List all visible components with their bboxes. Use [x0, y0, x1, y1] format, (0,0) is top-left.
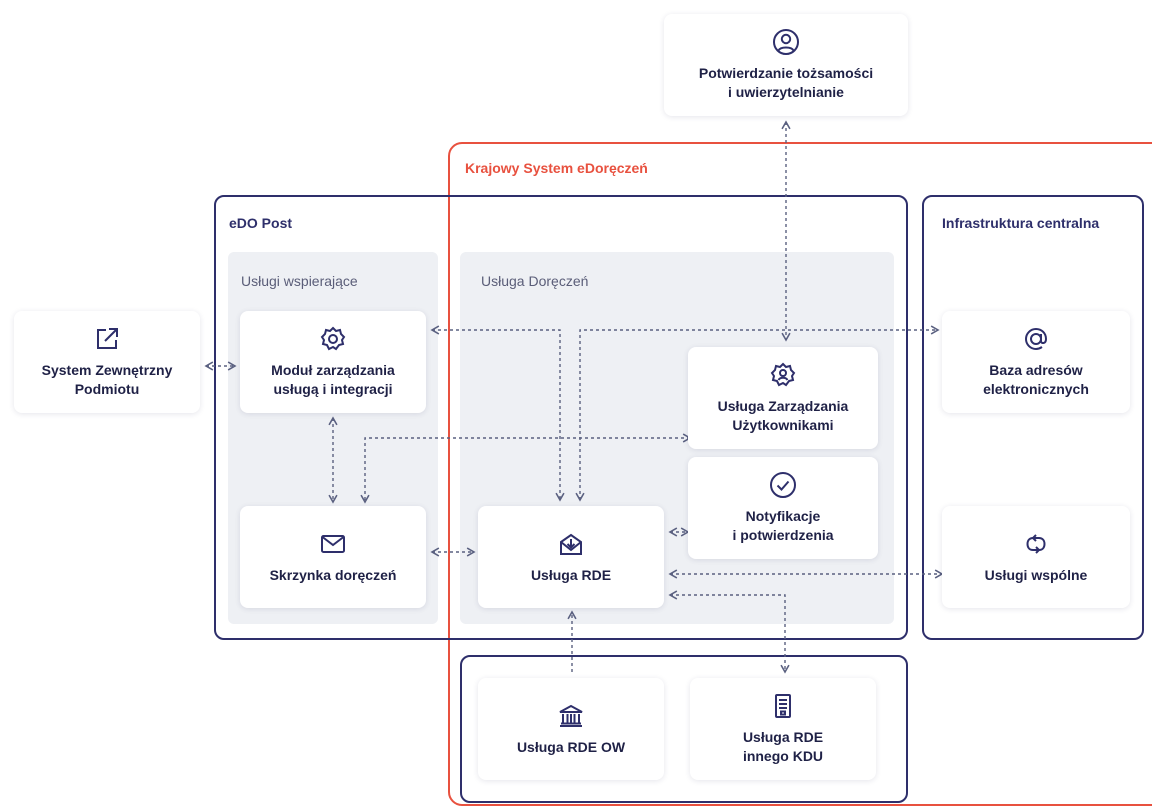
inbox-download-icon	[557, 530, 585, 558]
check-circle-icon	[769, 471, 797, 499]
ksed-label: Krajowy System eDoręczeń	[465, 160, 648, 176]
at-sign-icon	[1022, 325, 1050, 353]
infrastructure-label: Infrastruktura centralna	[942, 215, 1100, 231]
envelope-icon	[319, 530, 347, 558]
gear-icon	[769, 361, 797, 389]
mailbox-label: Skrzynka doręczeń	[269, 566, 397, 583]
gear-icon	[319, 325, 347, 353]
bank-icon	[557, 702, 585, 730]
rde-service-label: Usługa RDE	[530, 566, 612, 583]
shared-services-label: Usługi wspólne	[984, 566, 1088, 583]
delivery-service-label: Usługa Doręczeń	[481, 273, 589, 289]
rde-ow-card[interactable]: Usługa RDE OW	[478, 678, 664, 780]
rde-service-card[interactable]: Usługa RDE	[478, 506, 664, 608]
shared-services-card[interactable]: Usługi wspólne	[942, 506, 1130, 608]
user-circle-icon	[772, 28, 800, 56]
mailbox-card[interactable]: Skrzynka doręczeń	[240, 506, 426, 608]
rde-ow-label: Usługa RDE OW	[516, 738, 626, 755]
connector-user-mgmt-mailbox	[360, 433, 692, 504]
supporting-services-label: Usługi wspierające	[241, 273, 358, 289]
connector-module-rde	[430, 325, 565, 502]
server-icon	[769, 692, 797, 720]
connector-rde-rde-kdu	[668, 590, 790, 674]
edo-post-label: eDO Post	[229, 215, 293, 231]
external-link-icon	[93, 325, 121, 353]
sync-icon	[1022, 530, 1050, 558]
